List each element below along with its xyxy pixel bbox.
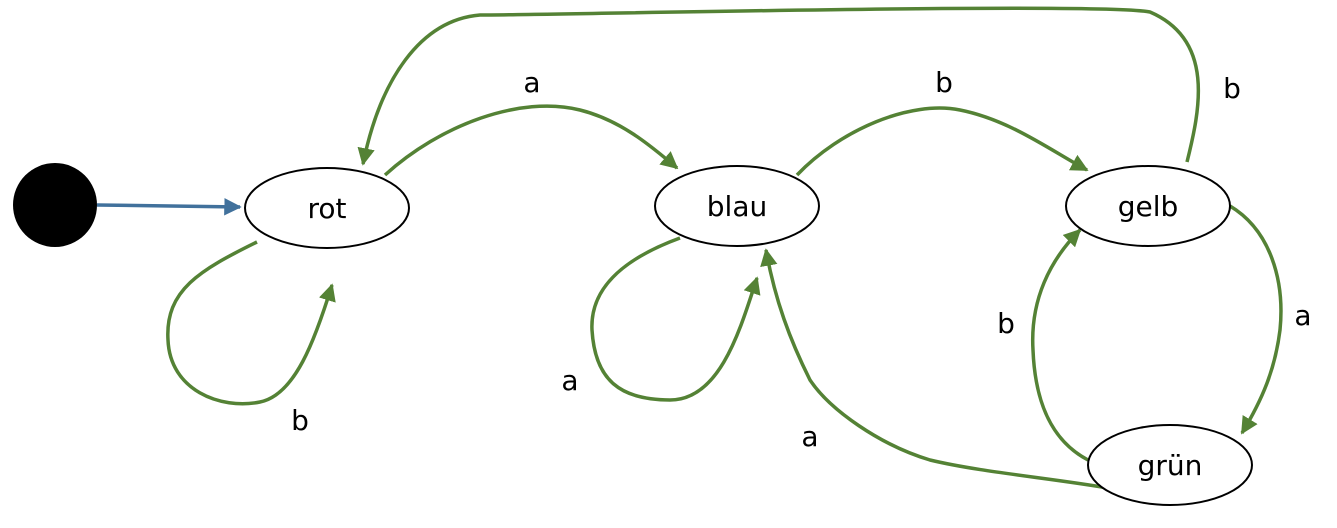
state-label: gelb [1118, 190, 1179, 223]
transition-label: b [935, 66, 953, 99]
transition-label: a [801, 420, 818, 453]
transition-rot-rot [166, 240, 336, 406]
state-gelb: gelb [1065, 165, 1231, 247]
transition-gelb-rot [357, 6, 1201, 166]
state-blau: blau [654, 165, 820, 247]
transition-gelb-gruen [1229, 204, 1283, 435]
transition-blau-gelb [795, 106, 1089, 177]
transition-label: b [291, 404, 309, 437]
state-label: rot [307, 192, 346, 225]
transition-label: a [561, 364, 578, 397]
state-label: grün [1138, 449, 1203, 482]
transition-gruen-blau [760, 248, 1109, 490]
transition-rot-blau [383, 104, 679, 177]
state-gruen: grün [1087, 424, 1253, 506]
transition-label: a [523, 66, 540, 99]
state-rot: rot [244, 167, 410, 249]
initial-state [13, 163, 97, 247]
transition-gruen-gelb [1030, 228, 1089, 462]
transition-blau-blau [590, 236, 761, 402]
initial-transition-arrow [96, 198, 242, 216]
transition-label: b [1223, 72, 1241, 105]
transition-label: a [1294, 299, 1311, 332]
transition-label: b [997, 307, 1015, 340]
state-label: blau [707, 190, 767, 223]
